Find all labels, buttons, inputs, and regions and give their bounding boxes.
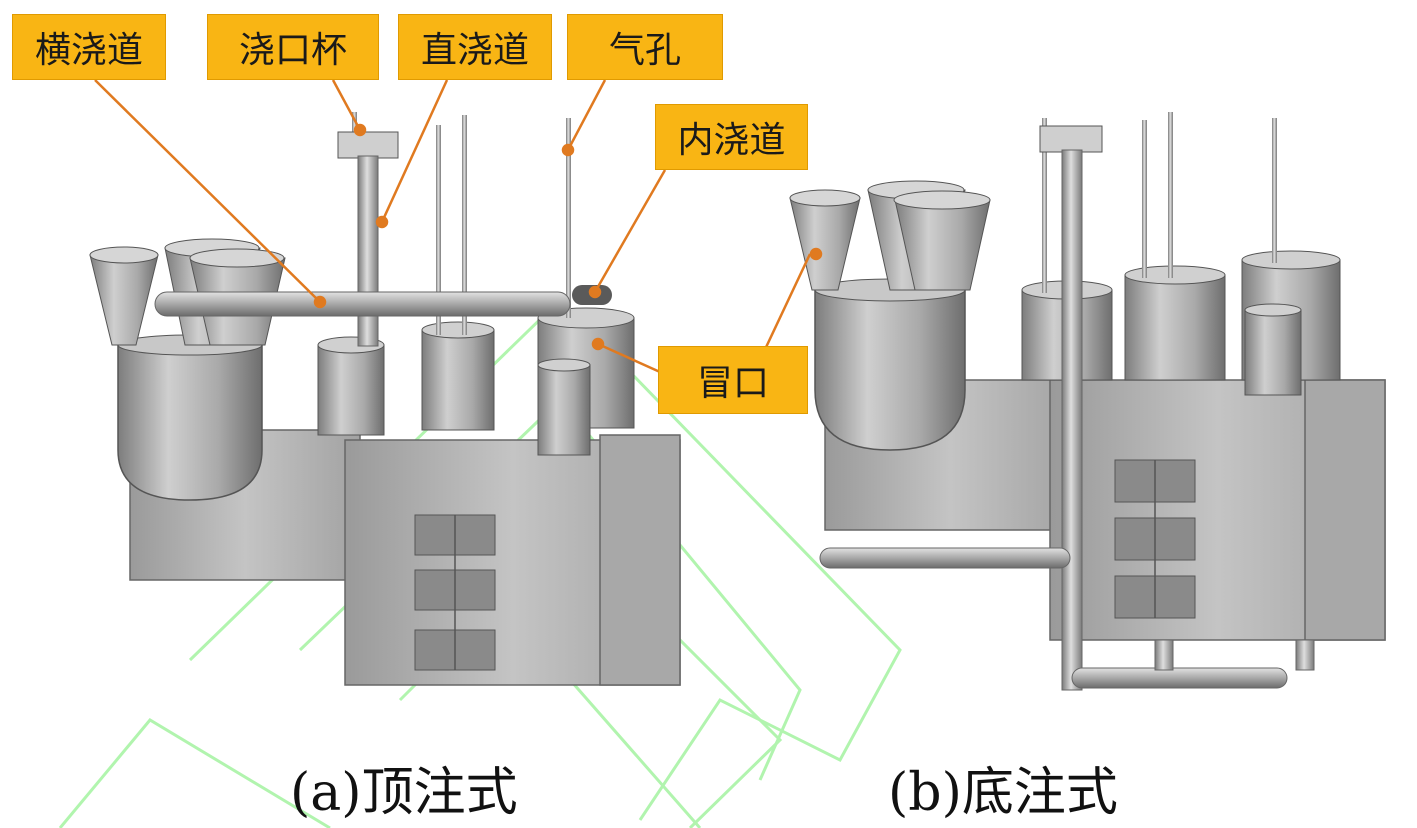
label-pouring-cup: 浇口杯	[207, 14, 379, 80]
vent-rod	[436, 125, 441, 335]
caption-top-pouring: (a)顶注式	[290, 763, 518, 823]
sprue	[1061, 149, 1083, 691]
vent-rod	[1272, 118, 1277, 263]
riser-cylinder	[1124, 274, 1226, 381]
label-sprue: 直浇道	[398, 14, 552, 80]
top-pouring-casting	[89, 112, 681, 686]
label-ingate: 内浇道	[655, 104, 808, 170]
large-riser	[117, 344, 263, 501]
pouring-cup	[337, 131, 399, 159]
runner	[1071, 667, 1288, 689]
vent-rod	[1168, 112, 1173, 278]
vent-rod	[566, 118, 571, 318]
casting-flange	[599, 434, 681, 686]
leader-lines	[94, 79, 823, 374]
runner	[819, 547, 1071, 569]
caption-bottom-pouring: (b)底注式	[888, 763, 1118, 823]
cone-riser	[89, 254, 159, 346]
label-vent: 气孔	[567, 14, 723, 80]
sprue	[357, 155, 379, 347]
bottom-pouring-casting	[789, 112, 1386, 691]
riser-cylinder	[421, 329, 495, 431]
vent-rod	[1142, 120, 1147, 278]
vent-rod	[1042, 118, 1047, 293]
label-runner: 横浇道	[12, 14, 166, 80]
ingate	[1154, 639, 1174, 671]
vent-rod	[462, 115, 467, 335]
ingate	[1295, 639, 1315, 671]
riser-cylinder	[537, 364, 591, 456]
riser-cylinder	[317, 344, 385, 436]
pouring-cup	[1039, 125, 1103, 153]
label-riser: 冒口	[658, 346, 808, 414]
large-riser	[814, 289, 966, 451]
riser-cylinder	[1244, 309, 1302, 396]
runner	[154, 291, 571, 317]
casting-flange	[1304, 379, 1386, 641]
